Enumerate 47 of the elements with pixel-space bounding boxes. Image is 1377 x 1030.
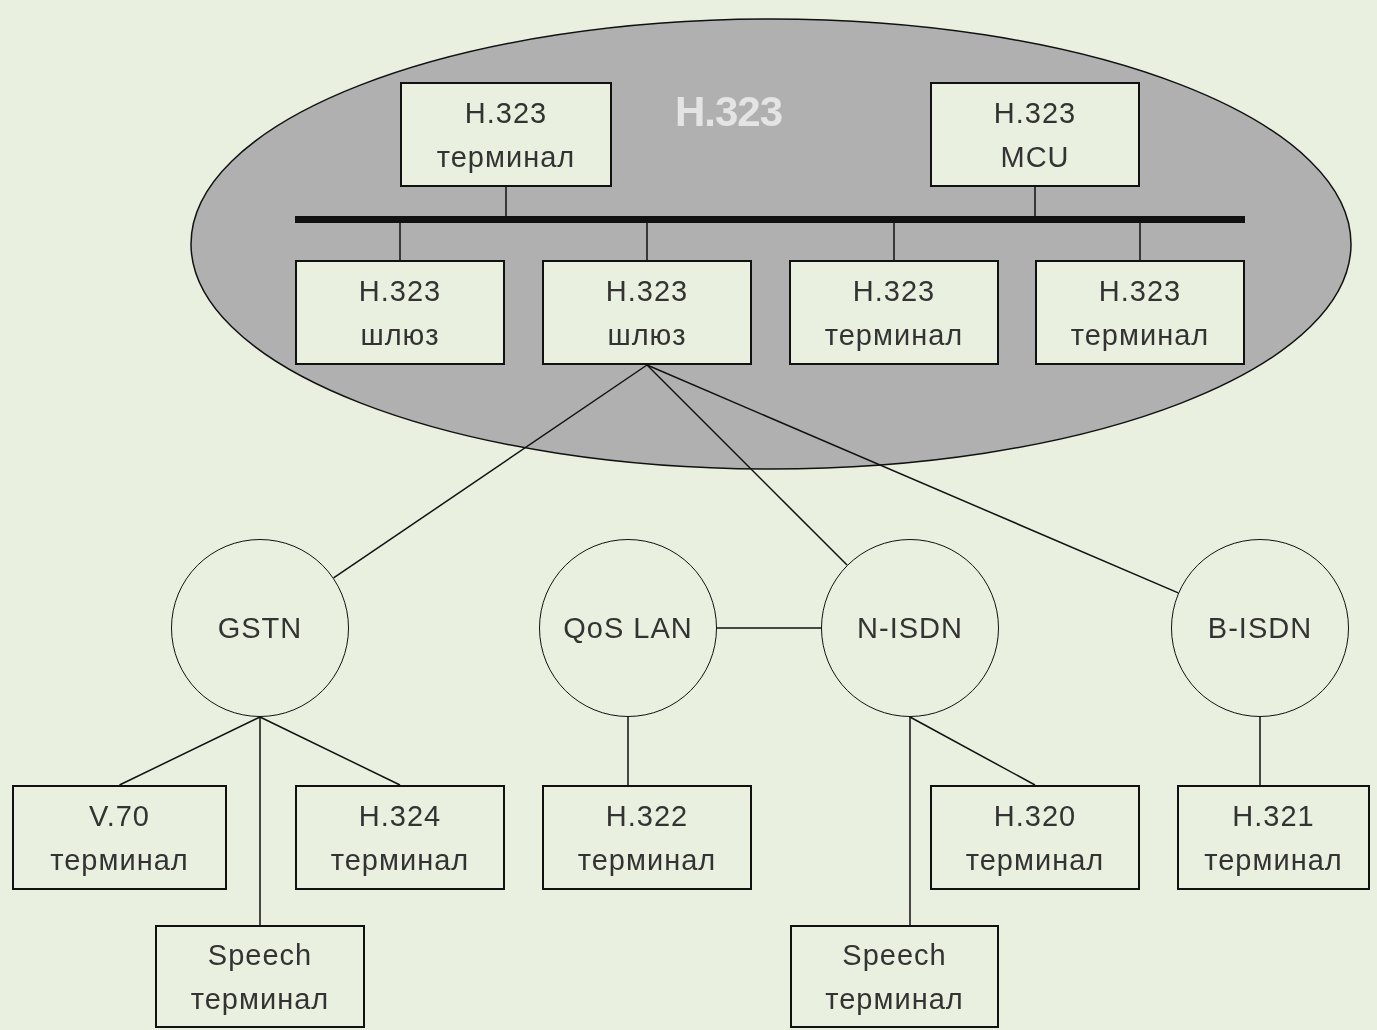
connector-line xyxy=(399,222,401,261)
connector-line xyxy=(505,186,507,217)
device-box xyxy=(295,785,505,890)
node-label: H.323 шлюз xyxy=(357,273,443,353)
connector-line xyxy=(1139,222,1141,261)
node-label: N-ISDN xyxy=(856,611,964,646)
node-label: Speech терминал xyxy=(824,937,965,1017)
connector-line xyxy=(118,716,261,786)
node-label: H.321 терминал xyxy=(1203,798,1344,878)
node-label: H.322 терминал xyxy=(576,798,718,878)
node-label: H.323 терминал xyxy=(1069,273,1211,353)
device-box xyxy=(12,785,227,890)
connector-line xyxy=(646,364,848,566)
node-label: GSTN xyxy=(216,611,304,646)
connector-line xyxy=(909,716,1036,786)
connector-line xyxy=(716,627,822,629)
device-box xyxy=(542,785,752,890)
device-box xyxy=(400,82,612,187)
device-box xyxy=(790,925,999,1028)
device-box xyxy=(1035,260,1245,365)
node-label: H.320 терминал xyxy=(964,798,1106,878)
node-label: V.70 терминал xyxy=(49,798,190,878)
device-box xyxy=(930,82,1140,187)
node-label: Speech терминал xyxy=(189,937,331,1017)
node-label: QoS LAN xyxy=(562,611,694,646)
node-label: H.323 терминал xyxy=(435,95,577,175)
device-box xyxy=(542,260,752,365)
device-box xyxy=(1177,785,1370,890)
node-label: H.323 MCU xyxy=(992,95,1078,175)
connector-line xyxy=(646,222,648,261)
connector-line xyxy=(259,716,401,786)
device-box xyxy=(930,785,1140,890)
node-label: H.323 шлюз xyxy=(604,273,690,353)
connector-line xyxy=(1034,186,1036,217)
node-label: H.324 терминал xyxy=(329,798,471,878)
connector-line xyxy=(259,716,261,926)
connector-line xyxy=(909,716,911,926)
node-label: H.323 терминал xyxy=(823,273,965,353)
connector-line xyxy=(627,716,629,786)
connector-line xyxy=(332,364,648,579)
connector-line xyxy=(893,222,895,261)
connector-line xyxy=(1259,716,1261,786)
device-box xyxy=(789,260,999,365)
device-box xyxy=(295,260,505,365)
node-label: B-ISDN xyxy=(1206,611,1314,646)
device-box xyxy=(155,925,365,1028)
connector-line xyxy=(646,364,1179,594)
